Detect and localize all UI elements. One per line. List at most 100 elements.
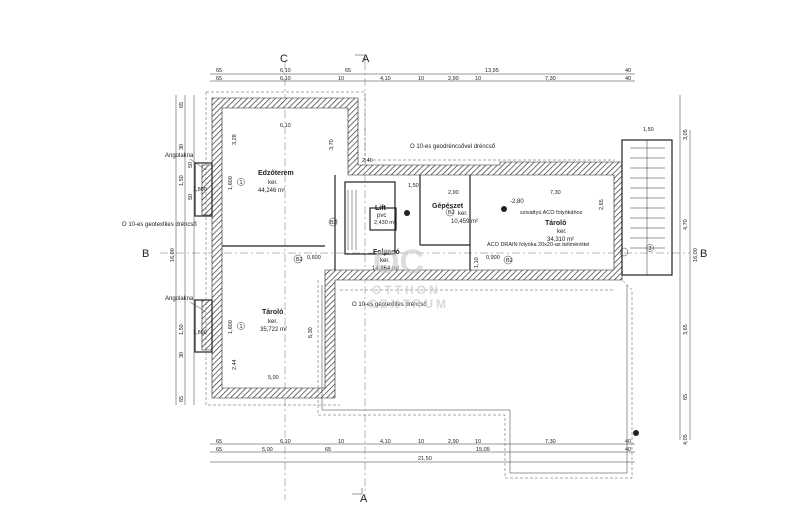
- axis-b-right: B: [700, 248, 707, 260]
- grid-lines: [160, 62, 690, 500]
- drain-lines: [205, 91, 615, 406]
- axis-a-top: A: [362, 53, 370, 65]
- svg-text:65: 65: [179, 396, 185, 402]
- svg-text:50: 50: [188, 194, 194, 200]
- svg-text:2,430 m²: 2,430 m²: [374, 220, 396, 226]
- watermark: OC OTTHON CENTRUM: [368, 243, 449, 311]
- svg-text:ACO DRAIN folyóka 20x20-as bél: ACO DRAIN folyóka 20x20-as bélméréttel: [487, 242, 589, 248]
- svg-text:3,28: 3,28: [232, 134, 238, 145]
- svg-text:7,30: 7,30: [545, 439, 556, 445]
- svg-text:40: 40: [625, 447, 631, 453]
- svg-text:B2: B2: [330, 220, 337, 226]
- svg-text:1,600: 1,600: [228, 176, 234, 190]
- svg-text:10: 10: [418, 439, 424, 445]
- svg-text:10,459 m²: 10,459 m²: [451, 219, 478, 225]
- dims-top: 65 6,10 65 13,95 40 65 6,10 10 4,10 10 2…: [210, 68, 635, 82]
- svg-text:2,90: 2,90: [448, 190, 459, 196]
- svg-text:10: 10: [475, 439, 481, 445]
- light-well-top: [194, 162, 213, 217]
- svg-text:65: 65: [325, 447, 331, 453]
- svg-text:3,05: 3,05: [683, 129, 689, 140]
- axis-b-left: B: [142, 248, 149, 260]
- svg-text:Lift: Lift: [375, 205, 387, 212]
- svg-text:2,40: 2,40: [362, 158, 373, 164]
- room-tarolo-left: Tároló ker. 35,722 m² 1: [237, 309, 287, 333]
- svg-text:1,50: 1,50: [179, 175, 185, 186]
- watermark-line1: OTTHON: [372, 283, 441, 297]
- svg-text:1,800: 1,800: [193, 187, 207, 193]
- svg-text:10: 10: [338, 76, 344, 82]
- svg-text:Angolakna: Angolakna: [165, 296, 194, 302]
- svg-text:34,310 m²: 34,310 m²: [547, 237, 574, 243]
- svg-text:2,90: 2,90: [448, 76, 459, 82]
- svg-text:13,95: 13,95: [485, 68, 499, 74]
- floor-drain-icon: [633, 430, 639, 436]
- watermark-line2: CENTRUM: [368, 297, 449, 311]
- svg-text:B2: B2: [296, 257, 303, 263]
- svg-text:40: 40: [625, 439, 631, 445]
- svg-text:4,10: 4,10: [380, 439, 391, 445]
- svg-text:3,70: 3,70: [329, 139, 335, 150]
- dims-left: 65 30 50 1,50 50 16,00 1,50 30 65: [170, 95, 195, 405]
- svg-text:14,864 m²: 14,864 m²: [372, 266, 399, 272]
- svg-text:4,10: 4,10: [380, 76, 391, 82]
- svg-text:1,10: 1,10: [474, 257, 480, 268]
- axis-a-bottom: A: [360, 493, 368, 505]
- watermark-logo: OC: [373, 243, 424, 281]
- room-gepeszet: Gépészet ker. 10,459 m²: [432, 203, 478, 225]
- right-stair: [619, 139, 673, 276]
- svg-text:Folyosó: Folyosó: [373, 249, 400, 256]
- room-edzoterem: Edzőterem ker. 44,246 m² 1: [237, 170, 294, 194]
- svg-text:16,00: 16,00: [170, 248, 176, 262]
- svg-text:2,65: 2,65: [599, 199, 605, 210]
- dims-inner: 6,10 3,28 3,70 6,30 2,44 5,00 2,40 2,90 …: [193, 123, 654, 381]
- svg-text:3: 3: [649, 246, 652, 252]
- svg-text:65: 65: [179, 102, 185, 108]
- svg-text:ker.: ker.: [380, 258, 390, 264]
- svg-text:65: 65: [216, 76, 222, 82]
- svg-text:10: 10: [338, 439, 344, 445]
- svg-text:5,00: 5,00: [268, 375, 279, 381]
- svg-text:65: 65: [216, 447, 222, 453]
- floor-drain-icon: [404, 210, 410, 216]
- svg-text:0,900: 0,900: [486, 255, 500, 261]
- dims-bottom: 65 6,10 10 4,10 10 2,90 10 7,30 40 65 5,…: [210, 439, 635, 463]
- svg-text:B2: B2: [506, 258, 513, 264]
- svg-text:65: 65: [345, 68, 351, 74]
- svg-text:1,50: 1,50: [643, 127, 654, 133]
- svg-text:ker.: ker.: [557, 229, 567, 235]
- svg-text:ker.: ker.: [458, 211, 468, 217]
- svg-text:1: 1: [240, 324, 243, 330]
- svg-text:50: 50: [188, 162, 194, 168]
- svg-text:65: 65: [216, 439, 222, 445]
- svg-text:2,44: 2,44: [232, 359, 238, 370]
- svg-text:szivattyú ACO folyókához: szivattyú ACO folyókához: [520, 210, 583, 216]
- svg-text:pvc: pvc: [377, 213, 386, 219]
- svg-text:30: 30: [179, 144, 185, 150]
- svg-text:Tároló: Tároló: [262, 309, 283, 316]
- svg-text:Edzőterem: Edzőterem: [258, 170, 294, 177]
- floor-drain-icon: [501, 206, 507, 212]
- svg-text:6,10: 6,10: [280, 123, 291, 129]
- dims-right: 3,05 4,70 16,00 3,65 65 4,05: [679, 95, 699, 445]
- svg-text:1,600: 1,600: [228, 320, 234, 334]
- svg-text:ker.: ker.: [268, 319, 278, 325]
- svg-text:3,65: 3,65: [683, 324, 689, 335]
- svg-text:40: 40: [625, 68, 631, 74]
- room-folyoso: Folyosó ker. 14,864 m²: [372, 249, 400, 272]
- svg-text:4,05: 4,05: [683, 434, 689, 445]
- svg-text:Gépészet: Gépészet: [432, 203, 464, 210]
- svg-text:15,05: 15,05: [476, 447, 490, 453]
- svg-text:30: 30: [179, 352, 185, 358]
- svg-text:35,722 m²: 35,722 m²: [260, 327, 287, 333]
- svg-text:ker.: ker.: [268, 180, 278, 186]
- svg-text:10: 10: [475, 76, 481, 82]
- svg-text:65: 65: [216, 68, 222, 74]
- svg-text:5,00: 5,00: [262, 447, 273, 453]
- plan-notes: O 10-es geodréncsővel dréncső O 10-es ge…: [122, 144, 589, 313]
- drain-symbols: [404, 206, 639, 436]
- svg-text:4,70: 4,70: [683, 219, 689, 230]
- svg-text:0,600: 0,600: [307, 255, 321, 261]
- svg-text:6,10: 6,10: [280, 68, 291, 74]
- room-tarolo-right: Tároló ker. 34,310 m² 3: [545, 220, 654, 252]
